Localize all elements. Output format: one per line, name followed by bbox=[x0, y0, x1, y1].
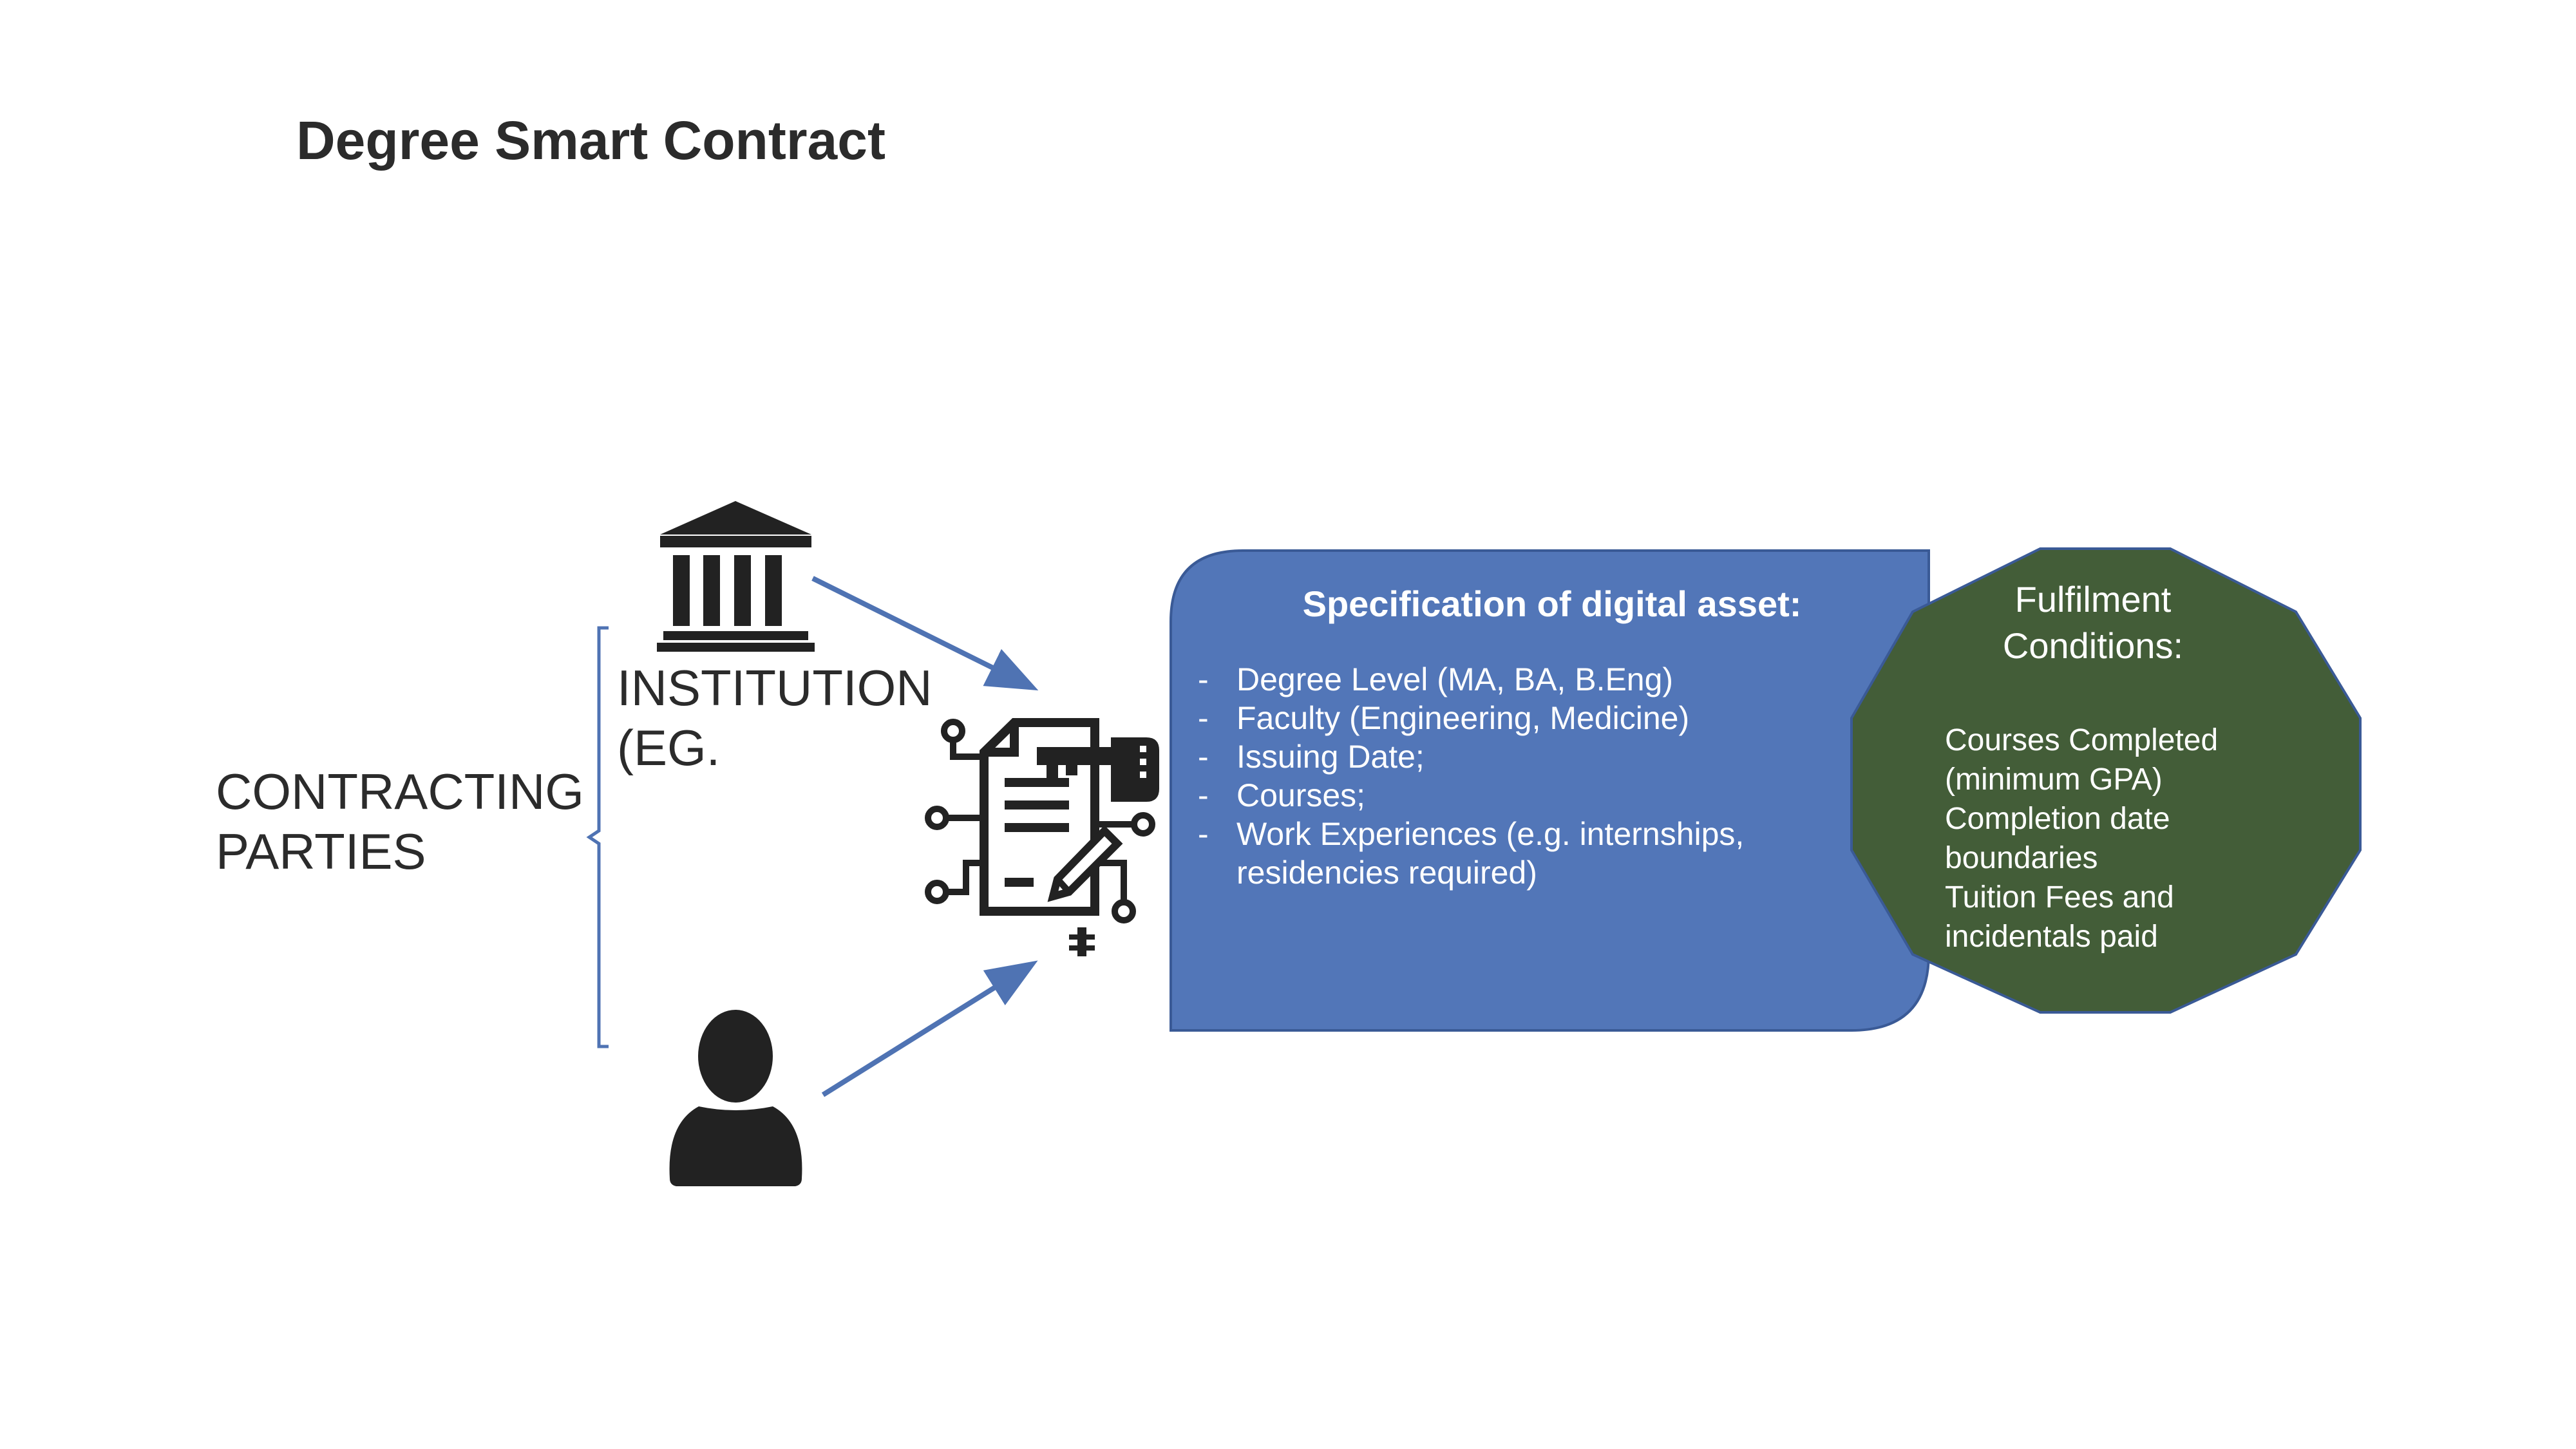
arrow-institution-to-contract bbox=[811, 576, 1039, 691]
fulfil-heading-line2: Conditions: bbox=[2002, 625, 2184, 666]
bank-icon bbox=[657, 501, 815, 652]
spec-heading: Specification of digital asset: bbox=[1302, 583, 1802, 624]
spec-box bbox=[1170, 549, 1930, 1032]
spec-list-item: -Degree Level (MA, BA, B.Eng) bbox=[1198, 660, 1906, 699]
institution-label: INSTITUTION (EG. bbox=[617, 658, 933, 778]
page-title: Degree Smart Contract bbox=[296, 110, 886, 171]
fulfil-line: Tuition Fees and bbox=[1945, 880, 2174, 914]
contracting-parties-label: CONTRACTING PARTIES bbox=[216, 762, 584, 882]
list-dash: - bbox=[1198, 700, 1209, 736]
spec-item-line: Issuing Date; bbox=[1236, 739, 1425, 775]
institution-line2: (EG. bbox=[617, 719, 721, 776]
key-icon bbox=[1037, 737, 1159, 802]
spec-list-item: -Faculty (Engineering, Medicine) bbox=[1198, 699, 1906, 737]
spec-list-item: -Work Experiences (e.g. internships,resi… bbox=[1198, 815, 1906, 892]
fulfil-line: (minimum GPA) bbox=[1945, 762, 2163, 797]
spec-content: Specification of digital asset: -Degree … bbox=[1198, 583, 1906, 892]
fulfil-heading-line1: Fulfilment bbox=[2014, 579, 2172, 620]
parties-bracket bbox=[586, 626, 609, 1048]
contracting-parties-line2: PARTIES bbox=[216, 823, 426, 880]
spec-item-line: Faculty (Engineering, Medicine) bbox=[1236, 700, 1690, 736]
spec-item-line: Work Experiences (e.g. internships, bbox=[1236, 816, 1745, 852]
fulfil-line: Courses Completed bbox=[1945, 723, 2219, 757]
institution-line1: INSTITUTION bbox=[617, 659, 933, 716]
fulfil-decagon bbox=[1850, 547, 2362, 1014]
user-icon bbox=[669, 1010, 802, 1186]
fulfil-line: Completion date bbox=[1945, 802, 2170, 836]
list-dash: - bbox=[1198, 661, 1209, 697]
spec-list-item: -Courses; bbox=[1198, 776, 1906, 815]
contracting-parties-line1: CONTRACTING bbox=[216, 763, 584, 820]
fulfil-heading: Fulfilment Conditions: bbox=[1926, 576, 2260, 669]
spec-item-line: residencies required) bbox=[1236, 855, 1537, 891]
spec-list: -Degree Level (MA, BA, B.Eng)-Faculty (E… bbox=[1198, 660, 1906, 892]
smart-contract-icon bbox=[925, 718, 1155, 956]
list-dash: - bbox=[1198, 739, 1209, 775]
arrow-person-to-contract bbox=[821, 960, 1038, 1097]
fulfil-line: boundaries bbox=[1945, 841, 2098, 875]
fulfil-list: Courses Completed (minimum GPA) Completion… bbox=[1945, 721, 2260, 956]
pen-icon bbox=[1047, 825, 1123, 902]
spec-list-item: -Issuing Date; bbox=[1198, 737, 1906, 776]
spec-item-line: Degree Level (MA, BA, B.Eng) bbox=[1236, 661, 1674, 697]
fulfil-content: Fulfilment Conditions: Courses Completed… bbox=[1926, 576, 2260, 956]
list-dash: - bbox=[1198, 816, 1209, 852]
spec-item-line: Courses; bbox=[1236, 777, 1366, 813]
list-dash: - bbox=[1198, 777, 1209, 813]
fulfil-line: incidentals paid bbox=[1945, 920, 2158, 954]
